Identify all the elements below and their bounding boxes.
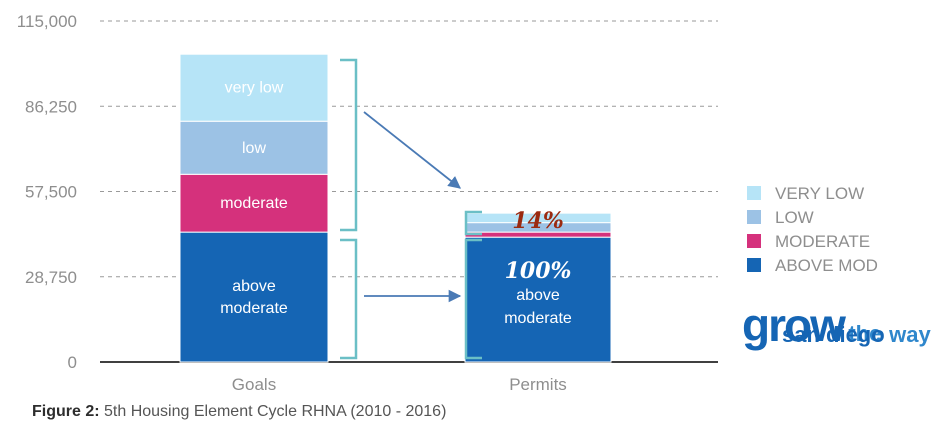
segment-label: moderate [220,195,288,212]
y-tick-label: 57,500 [25,183,77,202]
segment-label: moderate [220,300,288,317]
legend-label: LOW [775,208,814,227]
caption-bold: Figure 2: [32,403,100,420]
bracket-permits-above [464,238,482,360]
logo-way: way [889,322,931,347]
y-tick-label: 28,750 [25,268,77,287]
logo-g-row: grow [742,299,846,351]
bar-goals-above-mod [179,231,329,363]
y-tick-label: 86,250 [25,97,77,116]
legend-swatch [747,234,761,248]
logo-the: the [848,321,882,346]
segment-label: above [232,278,276,295]
caption-text: 5th Housing Element Cycle RHNA (2010 - 2… [99,403,447,420]
bracket-permits-affordable [464,210,482,236]
segment-label: moderate [504,310,572,327]
x-category-label: Permits [509,375,567,394]
x-category-label: Goals [232,375,276,394]
bar-permits-above-mod [464,236,612,363]
legend-label: ABOVE MOD [775,256,878,275]
legend-label: MODERATE [775,232,870,251]
logo-san-diego: san diego [782,322,885,347]
legend-swatch [747,186,761,200]
percent-annotation-100: 100% [505,258,572,284]
figure-caption: Figure 2: 5th Housing Element Cycle RHNA… [32,403,446,421]
segment-label: very low [225,80,284,97]
legend-swatch [747,210,761,224]
percent-annotation-14: 14% [512,208,564,234]
bar-goals-low [179,120,329,175]
bracket-goals-above [340,238,358,360]
bracket-goals-affordable [340,58,358,232]
arrow-affordable [363,111,461,189]
y-tick-label: 115,000 [17,12,77,31]
bar-goals-moderate [179,173,329,233]
segment-label: low [242,140,266,157]
legend-label: VERY LOW [775,184,864,203]
legend-swatch [747,258,761,272]
segment-label: above [516,287,560,304]
bar-goals-very-low [179,53,329,122]
y-tick-label: 0 [68,353,77,372]
